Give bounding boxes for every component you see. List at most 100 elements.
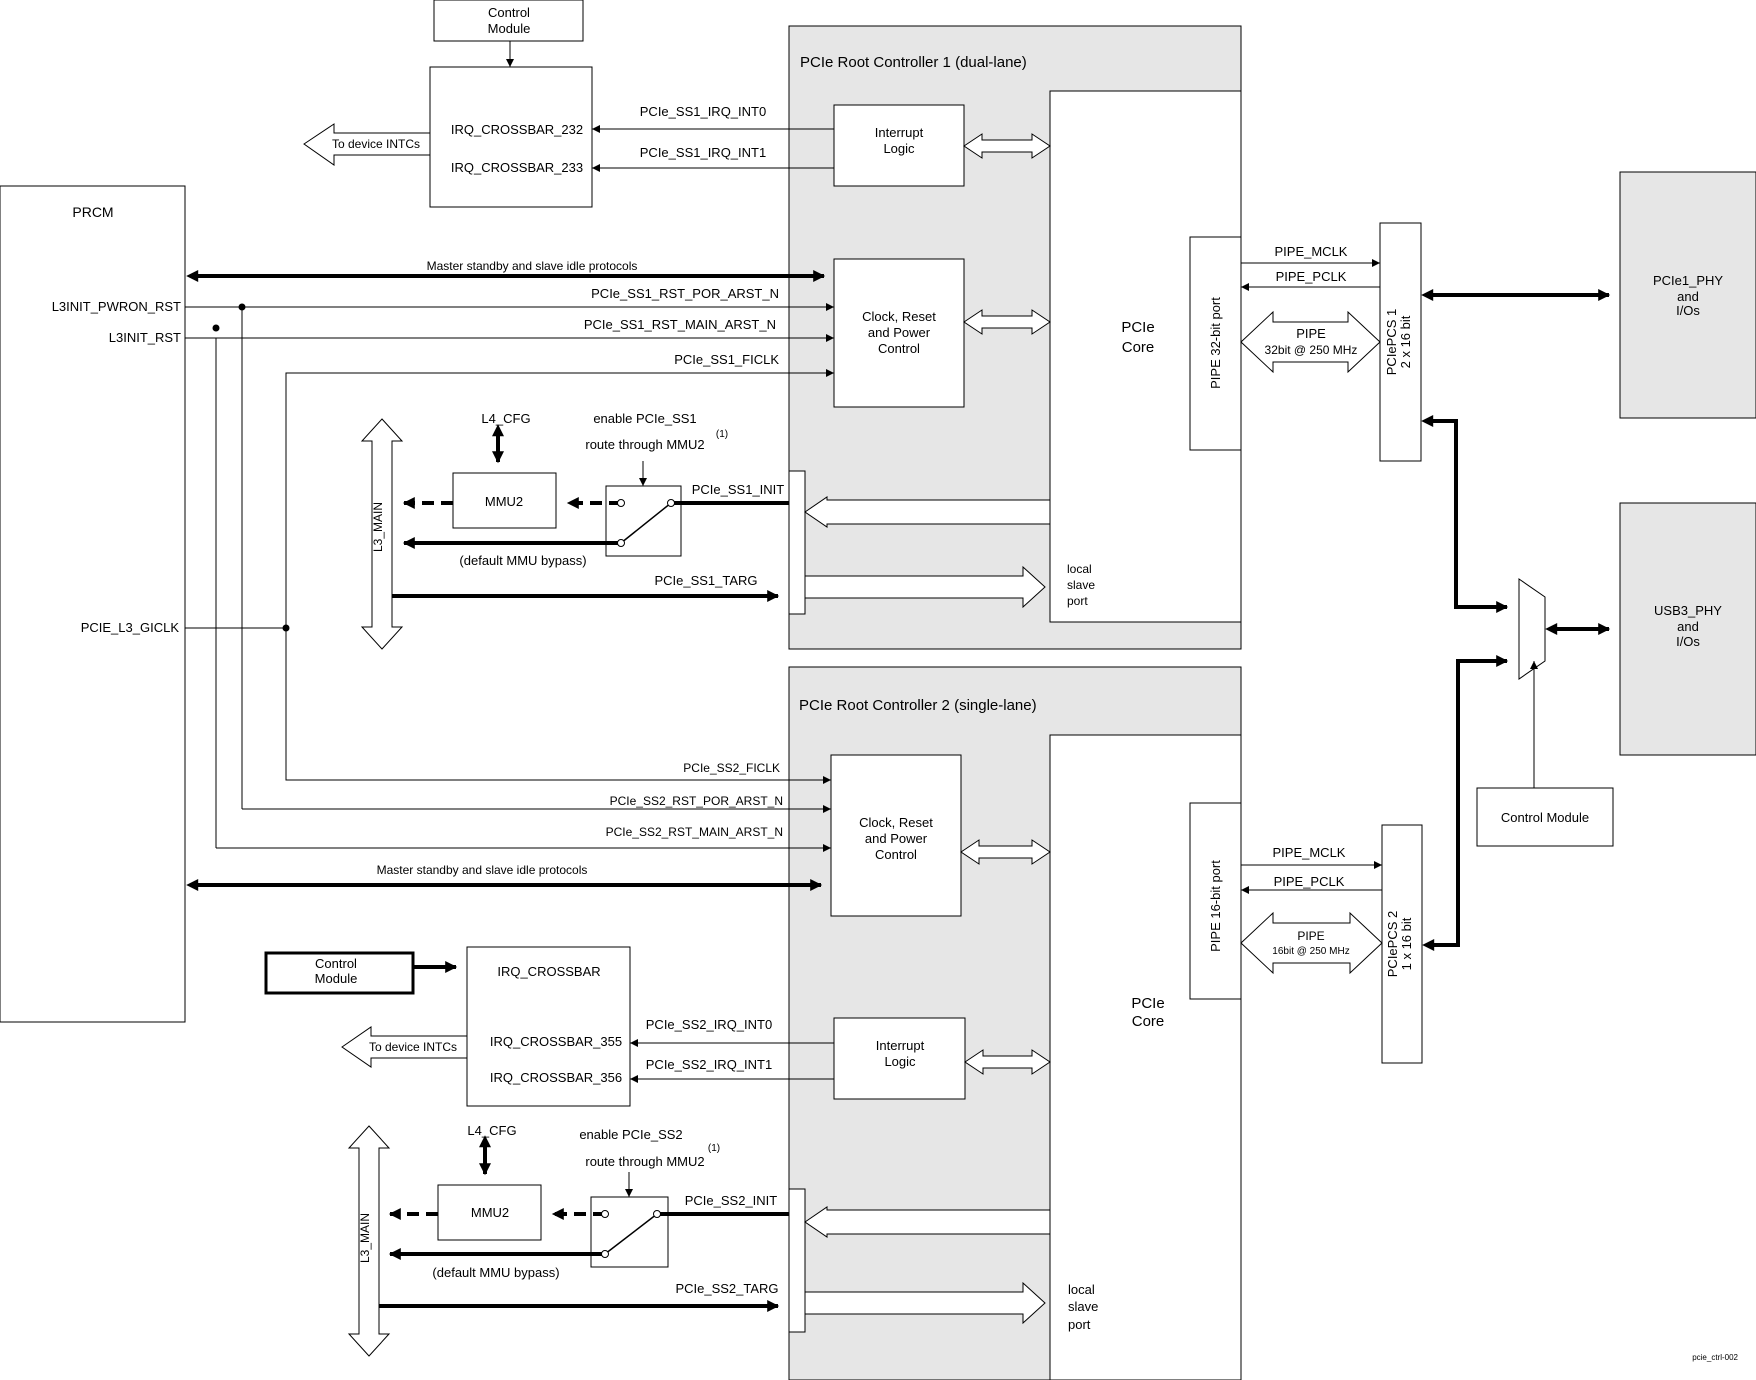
switch2-lever [604, 1213, 658, 1255]
interrupt-logic-1-label-1: Interrupt [875, 125, 924, 140]
pipe-1-bus [1240, 310, 1381, 374]
ss1-init-hollow-arrow [804, 496, 1051, 528]
usb3-phy-label-1: USB3_PHY [1654, 603, 1722, 618]
irq-crossbar-232-label: IRQ_CROSSBAR_232 [451, 122, 583, 137]
enable-ss2-label: enable PCIe_SS2 [579, 1127, 682, 1142]
control-module-top-label-2: Module [488, 21, 531, 36]
switch1-pole-upper [617, 499, 625, 507]
pipe-mclk-1-label: PIPE_MCLK [1275, 244, 1348, 259]
irq-crossbar-bottom-box [466, 946, 631, 1107]
ss1-init-label: PCIe_SS1_INIT [692, 482, 785, 497]
to-device-intcs-arrow-2 [341, 1026, 468, 1068]
pcie1-phy-label-2: and [1677, 289, 1699, 304]
to-device-intcs-arrow-1 [303, 123, 431, 166]
crpc1-core-bus [963, 309, 1051, 335]
clock-reset-power-1-box [833, 258, 965, 408]
clock-reset-power-2-box [830, 754, 962, 917]
l3init-pwron-rst-label: L3INIT_PWRON_RST [52, 299, 181, 314]
interrupt-logic-1-label-2: Logic [883, 141, 915, 156]
interrupt-logic-2-label-1: Interrupt [876, 1038, 925, 1053]
enable-ss1-label: enable PCIe_SS1 [593, 411, 696, 426]
ss2-ficlk-label: PCIe_SS2_FICLK [683, 761, 780, 775]
pcie1-phy-label-3: I/Os [1676, 303, 1700, 318]
rc2-interconnect-port [788, 1188, 806, 1333]
crpc1-label-3: Control [878, 341, 920, 356]
ss1-irq-int0-label: PCIe_SS1_IRQ_INT0 [640, 104, 766, 119]
irq-crossbar-233-label: IRQ_CROSSBAR_233 [451, 160, 583, 175]
intlogic1-core-bus [963, 133, 1051, 159]
pcie-core-2-label-1: PCIe [1131, 995, 1164, 1012]
crpc1-label-1: Clock, Reset [862, 309, 936, 324]
rst-junction [212, 324, 220, 332]
ss2-targ-hollow-arrow [804, 1281, 1046, 1325]
prc1-title: PCIe Root Controller 1 (dual-lane) [800, 54, 1027, 71]
l3init-rst-label: L3INIT_RST [109, 330, 181, 345]
pipe-2-label-1: PIPE [1297, 929, 1324, 943]
local-slave-port-1-label-2: slave [1067, 578, 1095, 592]
mmu-switch-1-box [605, 485, 682, 557]
switch1-pole-common [667, 499, 675, 507]
prc2-title: PCIe Root Controller 2 (single-lane) [799, 697, 1037, 714]
switch1-pole-lower [617, 539, 625, 547]
switch2-pole-common [653, 1210, 661, 1218]
irq-crossbar-356-label: IRQ_CROSSBAR_356 [490, 1070, 622, 1085]
l4-cfg-2-label: L4_CFG [467, 1123, 516, 1138]
pipe-16bit-port-label: PIPE 16-bit port [1208, 860, 1223, 952]
ss1-targ-hollow-arrow [804, 565, 1046, 609]
usb-pcie-mux [1518, 578, 1546, 680]
mmu2-1-label: MMU2 [485, 494, 523, 509]
ss1-rst-por-label: PCIe_SS1_RST_POR_ARST_N [591, 286, 779, 301]
footnote-1-label: (1) [716, 429, 728, 440]
footnote-2-label: (1) [708, 1143, 720, 1154]
ss2-irq-int0-label: PCIe_SS2_IRQ_INT0 [646, 1017, 772, 1032]
pcie-l3-giclk-label: PCIE_L3_GICLK [81, 620, 180, 635]
pcie-core-1-label-1: PCIe [1121, 319, 1154, 336]
prcm-box [0, 185, 186, 1023]
rc1-interconnect-port [788, 470, 806, 615]
master-standby-1-label: Master standby and slave idle protocols [427, 259, 638, 273]
l3-main-bus-1 [360, 418, 404, 650]
pipe-pclk-2-label: PIPE_PCLK [1274, 874, 1345, 889]
pcie-core-2-label-2: Core [1132, 1013, 1165, 1030]
pipe-32bit-port-box [1189, 236, 1242, 451]
crpc2-label-2: and Power [865, 831, 928, 846]
pipe-2-label-2: 16bit @ 250 MHz [1272, 946, 1349, 957]
irq-crossbar-label: IRQ_CROSSBAR [497, 964, 600, 979]
interrupt-logic-2-label-2: Logic [884, 1054, 916, 1069]
pciepcs2-label-1: PCIePCS 2 [1385, 911, 1400, 977]
control-module-bottom-box [264, 951, 415, 995]
pipe-16bit-port-box [1189, 802, 1242, 1000]
usb3-phy-box [1619, 502, 1756, 756]
route-mmu2-2-label: route through MMU2 [585, 1154, 704, 1169]
pwron-junction [238, 303, 246, 311]
pipe-1-label-1: PIPE [1296, 326, 1326, 341]
l3-main-bus-2 [347, 1125, 391, 1357]
control-module-top-label-1: Control [488, 5, 530, 20]
ss2-rst-main-label: PCIe_SS2_RST_MAIN_ARST_N [606, 825, 783, 839]
pcie1-phy-box [1619, 171, 1756, 419]
pipe-2-bus [1240, 911, 1383, 975]
to-device-intcs-label-2: To device INTCs [369, 1040, 457, 1054]
prcm-label: PRCM [72, 204, 113, 220]
pipe-32bit-port-label: PIPE 32-bit port [1208, 297, 1223, 389]
pciepcs1-label-1: PCIePCS 1 [1384, 309, 1399, 375]
default-bypass-1-label: (default MMU bypass) [459, 553, 586, 568]
ss2-targ-label: PCIe_SS2_TARG [675, 1281, 778, 1296]
switch2-pole-upper [601, 1210, 609, 1218]
ss2-init-label: PCIe_SS2_INIT [685, 1193, 778, 1208]
ss1-irq-int1-label: PCIe_SS1_IRQ_INT1 [640, 145, 766, 160]
control-module-bottom-label-2: Module [315, 971, 358, 986]
crpc2-core-bus [960, 839, 1051, 865]
usb3-phy-label-3: I/Os [1676, 634, 1700, 649]
pcie1-phy-label-1: PCIe1_PHY [1653, 273, 1723, 288]
ss2-ficlk-line [285, 628, 831, 784]
local-slave-port-2-label-2: slave [1068, 1299, 1098, 1314]
pciepcs2-box [1381, 824, 1423, 1064]
intlogic2-core-bus [964, 1049, 1051, 1075]
default-bypass-2-label: (default MMU bypass) [432, 1265, 559, 1280]
ss2-init-hollow-arrow [804, 1206, 1051, 1238]
ss1-ficlk-line [285, 369, 834, 628]
interrupt-logic-2-box [833, 1017, 966, 1100]
ss2-irq-int1-label: PCIe_SS2_IRQ_INT1 [646, 1057, 772, 1072]
l3-main-1-label: L3_MAIN [371, 502, 385, 552]
